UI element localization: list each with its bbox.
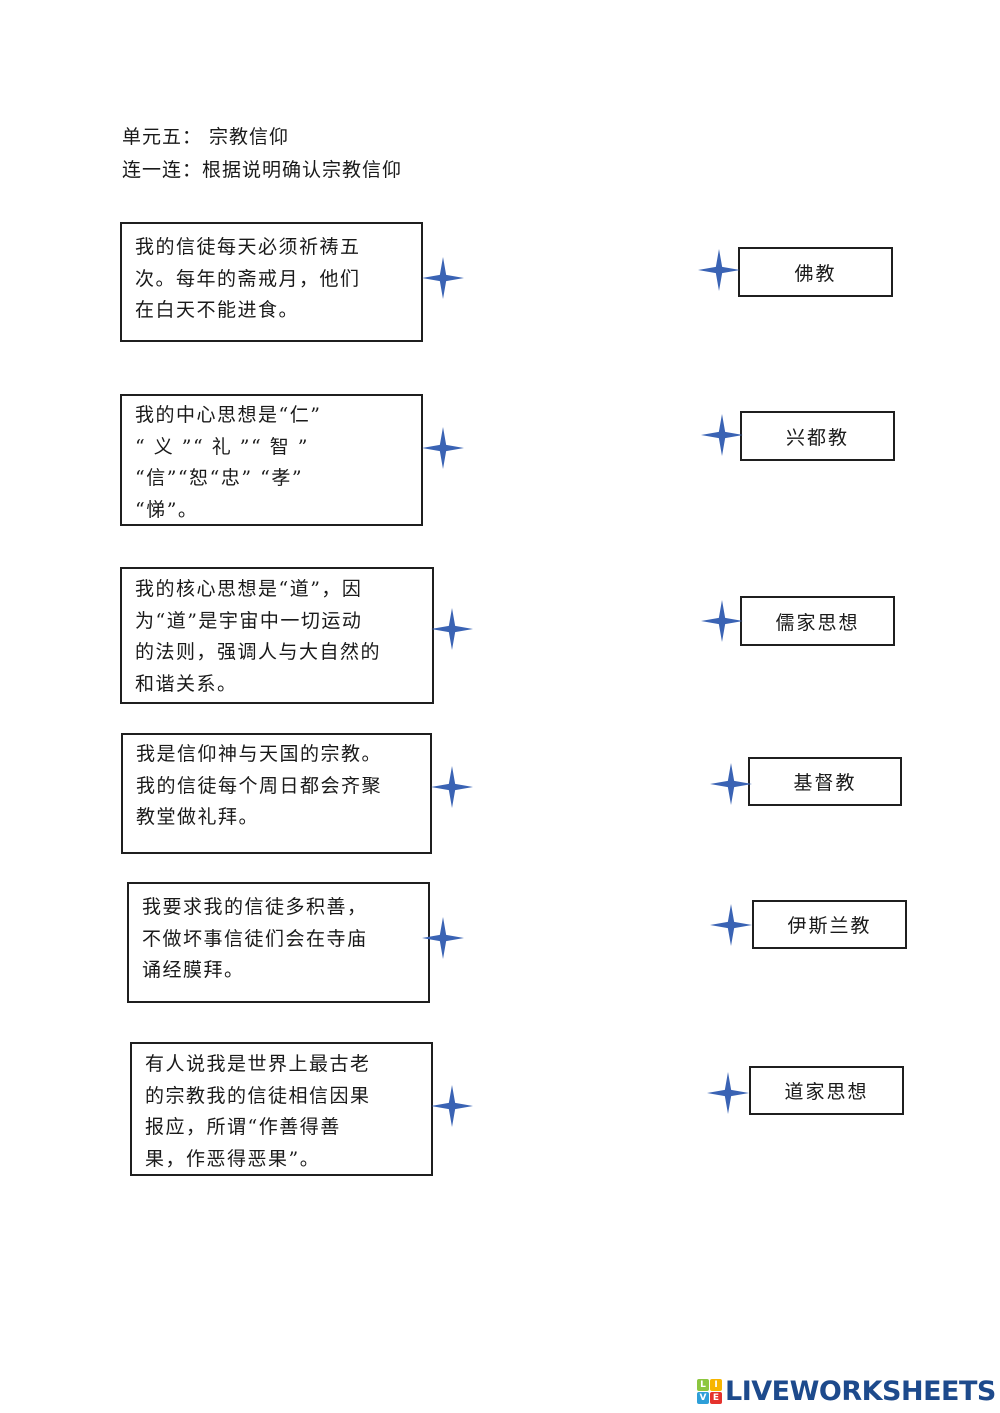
liveworksheets-logo: L I V E LIVEWORKSHEETS	[697, 1376, 996, 1407]
description-line: 诵经膜拜。	[142, 959, 245, 981]
logo-letter: I	[710, 1379, 722, 1391]
description-line: 的宗教我的信徒相信因果	[145, 1084, 371, 1107]
description-line: 我是信仰神与天国的宗教。	[136, 743, 383, 765]
description-line: 在白天不能进食。	[135, 299, 300, 321]
description-line: “悌”。	[135, 498, 199, 521]
four-point-star-icon[interactable]	[431, 766, 473, 808]
unit-title: 单元五： 宗教信仰	[122, 126, 290, 148]
four-point-star-icon[interactable]	[422, 257, 464, 299]
four-point-star-icon[interactable]	[431, 608, 473, 650]
instruction: 连一连：根据说明确认宗教信仰	[122, 159, 403, 181]
description-line: 为“道”是宇宙中一切运动	[135, 609, 363, 632]
four-point-star-icon[interactable]	[422, 917, 464, 959]
description-line: 有人说我是世界上最古老	[145, 1053, 371, 1075]
description-line: 我的信徒每个周日都会齐聚	[136, 774, 383, 797]
answer-box-5: 伊斯兰教	[752, 900, 907, 949]
logo-letter: E	[710, 1392, 722, 1404]
description-line: “ 义 ”“ 礼 ”“ 智 ”	[135, 435, 310, 458]
answer-label: 基督教	[793, 772, 857, 794]
description-box-2: 我的中心思想是“仁” “ 义 ”“ 礼 ”“ 智 ” “信”“恕“忠” “孝” …	[120, 394, 423, 526]
description-line: 报应，所谓“作善得善	[145, 1116, 341, 1138]
description-box-1: 我的信徒每天必须祈祷五 次。每年的斋戒月，他们 在白天不能进食。	[120, 222, 423, 342]
answer-label: 伊斯兰教	[787, 915, 872, 937]
answer-label: 道家思想	[784, 1081, 869, 1103]
answer-label: 儒家思想	[775, 611, 860, 634]
four-point-star-icon[interactable]	[710, 904, 752, 946]
answer-label: 兴都教	[785, 426, 849, 449]
description-box-6: 有人说我是世界上最古老 的宗教我的信徒相信因果 报应，所谓“作善得善 果，作恶得…	[130, 1042, 433, 1176]
answer-box-2: 兴都教	[740, 411, 895, 461]
description-box-3: 我的核心思想是“道”，因 为“道”是宇宙中一切运动 的法则，强调人与大自然的 和…	[120, 567, 434, 704]
four-point-star-icon[interactable]	[422, 427, 464, 469]
four-point-star-icon[interactable]	[707, 1072, 749, 1114]
description-line: 和谐关系。	[135, 672, 238, 695]
description-line: 教堂做礼拜。	[136, 806, 260, 828]
description-line: 我的中心思想是“仁”	[135, 404, 322, 426]
four-point-star-icon[interactable]	[698, 249, 740, 291]
answer-box-3: 儒家思想	[740, 596, 895, 646]
answer-box-1: 佛教	[738, 247, 893, 297]
description-box-5: 我要求我的信徒多积善， 不做坏事信徒们会在寺庙 诵经膜拜。	[127, 882, 430, 1003]
four-point-star-icon[interactable]	[710, 763, 752, 805]
live-logo-icon: L I V E	[697, 1379, 722, 1404]
logo-letter: L	[697, 1379, 709, 1391]
description-line: “信”“恕“忠” “孝”	[135, 467, 304, 489]
description-line: 我的核心思想是“道”，因	[135, 578, 363, 600]
answer-label: 佛教	[794, 262, 837, 285]
four-point-star-icon[interactable]	[431, 1085, 473, 1127]
description-line: 果，作恶得恶果”。	[145, 1147, 321, 1170]
answer-box-6: 道家思想	[749, 1066, 904, 1115]
description-line: 我的信徒每天必须祈祷五	[135, 236, 361, 258]
logo-letter: V	[697, 1392, 709, 1404]
description-line: 次。每年的斋戒月，他们	[135, 267, 361, 290]
four-point-star-icon[interactable]	[701, 414, 743, 456]
description-line: 我要求我的信徒多积善，	[142, 896, 368, 918]
description-box-4: 我是信仰神与天国的宗教。 我的信徒每个周日都会齐聚 教堂做礼拜。	[121, 733, 432, 854]
brand-name: LIVEWORKSHEETS	[725, 1376, 996, 1407]
answer-box-4: 基督教	[748, 757, 902, 806]
description-line: 不做坏事信徒们会在寺庙	[142, 927, 368, 950]
four-point-star-icon[interactable]	[701, 600, 743, 642]
description-line: 的法则，强调人与大自然的	[135, 641, 382, 663]
